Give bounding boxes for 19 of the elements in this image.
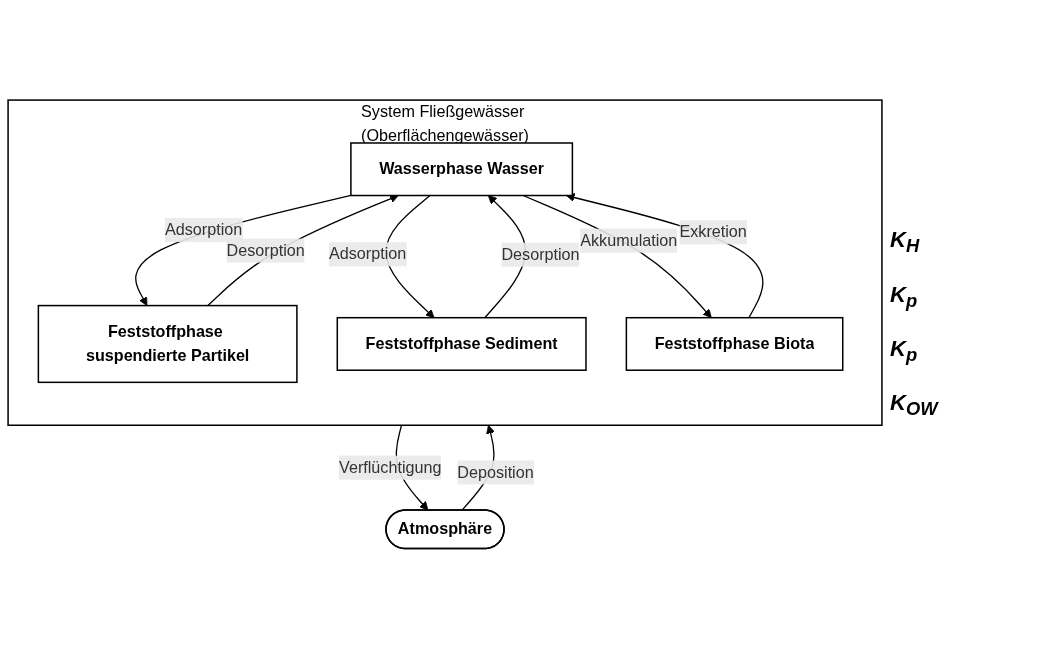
edge-label: Akkumulation: [580, 231, 678, 249]
edge-label: Exkretion: [679, 222, 747, 241]
edge-label: Deposition: [457, 463, 534, 481]
edge-label: Desorption: [226, 241, 305, 259]
arrow: [522, 194, 712, 318]
node-box: Feststoffphase suspendierte Partikel: [37, 304, 298, 383]
edge-label: Adsorption: [328, 245, 407, 263]
edge-label: Adsorption: [165, 220, 243, 238]
coefficient-label: K$_{p}$: [890, 281, 919, 312]
coefficient-label: K$_{H}$: [890, 227, 921, 258]
node-box: Feststoffphase Biota: [625, 316, 844, 371]
coefficient-label: K$_{OW}$: [890, 390, 940, 421]
coefficient-label: K$_{p}$: [890, 336, 919, 367]
arrow: [207, 194, 399, 306]
arrow: [565, 192, 764, 319]
edge-label: Desorption: [501, 245, 580, 263]
arrow: [135, 194, 352, 306]
node-box: Feststoffphase Sediment: [336, 316, 587, 371]
edge-label: Verflüchtigung: [339, 458, 442, 476]
